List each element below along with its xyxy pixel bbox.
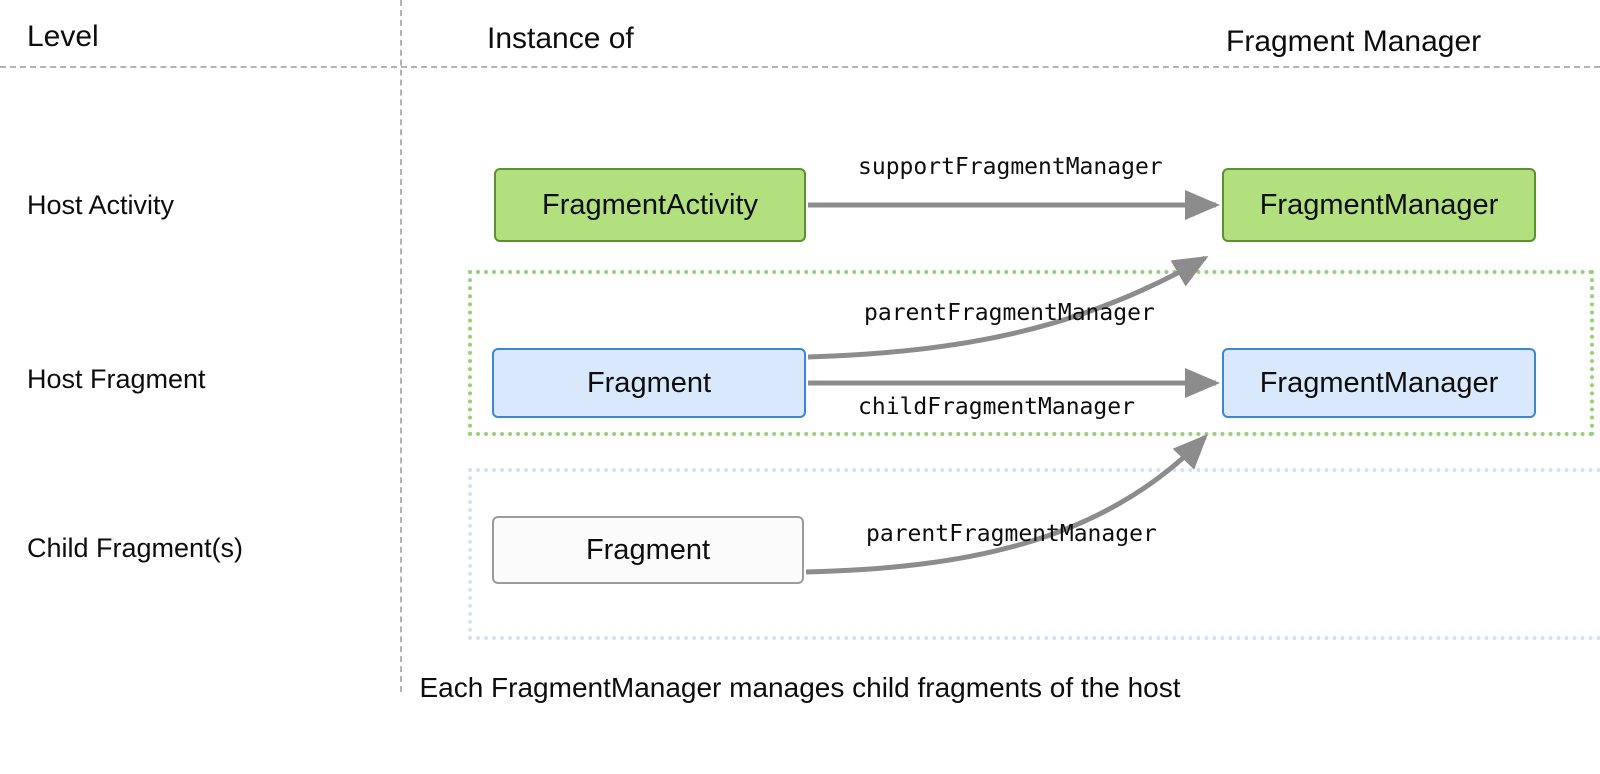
edge-label-parent-fragment-manager-host: parentFragmentManager [864, 300, 1155, 326]
row-label-child-fragment: Child Fragment(s) [27, 533, 244, 563]
node-fragment-child-label: Fragment [585, 533, 711, 566]
column-header-fragment-manager: Fragment Manager [1226, 25, 1482, 58]
edge-label-support-fragment-manager: supportFragmentManager [858, 154, 1163, 180]
diagram-caption: Each FragmentManager manages child fragm… [419, 672, 1181, 703]
edge-label-parent-fragment-manager-child: parentFragmentManager [866, 521, 1157, 547]
edge-label-child-fragment-manager: childFragmentManager [858, 394, 1135, 420]
node-fragment-host-label: Fragment [586, 366, 712, 399]
column-header-instance-of: Instance of [487, 22, 634, 55]
node-fragment-manager-host[interactable]: FragmentManager [1222, 348, 1536, 418]
node-fragment-host[interactable]: Fragment [492, 348, 806, 418]
node-fragment-manager-activity[interactable]: FragmentManager [1222, 168, 1536, 242]
header-divider [0, 66, 1600, 68]
row-label-host-activity: Host Activity [27, 190, 175, 220]
column-header-level: Level [27, 20, 99, 53]
node-fragment-activity-label: FragmentActivity [542, 188, 758, 221]
column-divider [400, 0, 402, 692]
node-fragment-child[interactable]: Fragment [492, 516, 804, 584]
node-fragment-activity[interactable]: FragmentActivity [494, 168, 806, 242]
row-label-host-fragment: Host Fragment [27, 364, 206, 394]
node-fragment-manager-activity-label: FragmentManager [1259, 188, 1499, 221]
node-fragment-manager-host-label: FragmentManager [1259, 366, 1499, 399]
